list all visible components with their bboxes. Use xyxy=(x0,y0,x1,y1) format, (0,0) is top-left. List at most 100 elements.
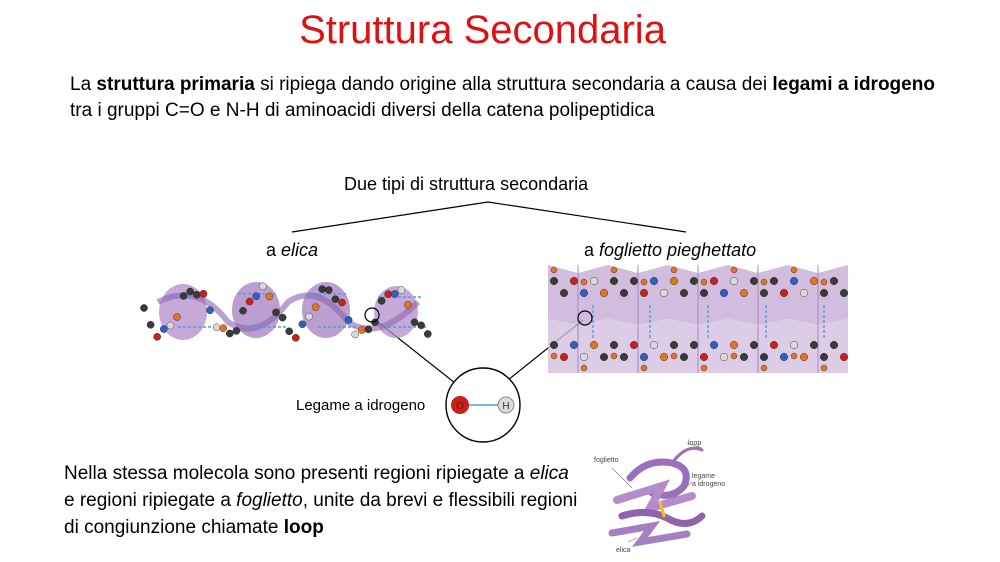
protein-label-hbond-2: a idrogeno xyxy=(692,481,725,488)
sheet-label-italic: foglietto pieghettato xyxy=(599,240,757,260)
hydrogen-symbol: H xyxy=(502,401,509,412)
sheet-atom xyxy=(699,289,708,298)
sheet-sidechain-atom xyxy=(580,364,588,372)
sheet-atom xyxy=(559,352,568,361)
tree-line-right xyxy=(487,201,687,233)
sheet-atom xyxy=(669,340,678,349)
sheet-sidechain-atom xyxy=(640,278,648,286)
hbond-label: Legame a idrogeno xyxy=(296,397,426,414)
sheet-atom xyxy=(610,340,619,349)
helix-atom xyxy=(159,325,168,333)
sheet-atom xyxy=(619,289,628,298)
helix-atom xyxy=(193,290,201,299)
sheet-sidechain-atom xyxy=(580,278,588,286)
helix-atom xyxy=(153,333,162,341)
sheet-atom xyxy=(830,276,839,285)
intro-text-1: La xyxy=(70,74,97,95)
sheet-atom xyxy=(550,340,558,349)
helix-atom xyxy=(272,308,280,317)
sheet-atom xyxy=(639,352,648,361)
beta-sheet-illustration xyxy=(548,265,848,373)
helix-atom xyxy=(166,321,175,330)
sheet-sidechain-atom xyxy=(640,364,648,372)
sheet-atom xyxy=(709,276,718,285)
sheet-atom xyxy=(729,340,738,349)
sheet-atom xyxy=(649,276,658,285)
helix-atom xyxy=(219,324,227,332)
helix-atom xyxy=(140,304,148,312)
helix-label-prefix: a xyxy=(266,240,282,260)
helix-atom xyxy=(186,287,195,296)
sheet-atom xyxy=(629,276,638,285)
helix-atom xyxy=(199,289,208,298)
helix-atom xyxy=(206,306,214,314)
sheet-atom xyxy=(820,352,829,361)
sheet-atom xyxy=(810,340,819,349)
intro-text-3: tra i gruppi C=O e N-H di aminoacidi div… xyxy=(70,100,655,121)
sheet-atom xyxy=(669,276,678,285)
helix-atom xyxy=(331,295,340,303)
helix-atom xyxy=(324,286,333,294)
sheet-atom xyxy=(840,353,848,361)
hydrogen-atom-icon xyxy=(497,396,515,414)
sheet-atom xyxy=(550,276,558,285)
hbond-magnifier: O H xyxy=(445,367,521,443)
sheet-sidechain-atom xyxy=(700,364,708,372)
helix-atom xyxy=(311,303,320,311)
sheet-atom xyxy=(789,340,798,349)
sheet-atom xyxy=(600,289,609,298)
sheet-atom xyxy=(719,352,728,361)
sheet-atom xyxy=(789,276,798,285)
sheet-sidechain-atom xyxy=(550,352,558,360)
sheet-atom xyxy=(799,289,808,298)
protein-ribbon-illustration: loop foglietto legame a idrogeno elica xyxy=(594,440,725,554)
sheet-atom xyxy=(559,289,568,298)
sheet-atom xyxy=(759,289,768,298)
sheet-sidechain-atom xyxy=(670,266,678,274)
helix-atom xyxy=(417,321,426,330)
sheet-sidechain-atom xyxy=(670,352,678,360)
bottom-italic-2: foglietto xyxy=(236,490,303,511)
sheet-atom xyxy=(719,289,728,298)
sheet-atom xyxy=(659,289,668,298)
sheet-atom xyxy=(820,289,829,298)
intro-bold-1: struttura primaria xyxy=(96,74,255,95)
helix-atom xyxy=(239,306,247,315)
helix-hbond-highlight xyxy=(364,307,380,323)
helix-atom xyxy=(252,292,260,301)
sheet-sidechain-atom xyxy=(550,266,558,274)
helix-atom xyxy=(278,313,287,322)
helix-atom xyxy=(423,330,432,338)
sheet-atom xyxy=(779,352,788,361)
sheet-atom xyxy=(799,352,808,361)
sheet-atom xyxy=(570,276,579,285)
sheet-atom xyxy=(639,289,648,298)
sheet-sidechain-atom xyxy=(610,352,618,360)
sheet-atom xyxy=(709,340,718,349)
sheet-atom xyxy=(749,276,758,285)
protein-label-sheet: foglietto xyxy=(594,457,619,464)
helix-atom xyxy=(410,318,419,327)
helix-atom xyxy=(265,292,274,301)
helix-atom xyxy=(338,298,346,307)
helix-atom xyxy=(390,290,399,298)
sheet-atom xyxy=(629,340,638,349)
helix-atom xyxy=(179,292,188,300)
bottom-italic-1: elica xyxy=(529,463,569,484)
helix-atom xyxy=(173,313,181,321)
sheet-sidechain-atom xyxy=(790,352,798,360)
helix-atom xyxy=(146,320,155,329)
intro-paragraph: La struttura primaria si ripiega dando o… xyxy=(70,72,940,124)
helix-atom xyxy=(357,326,366,334)
sheet-atom xyxy=(759,352,768,361)
helix-atom xyxy=(259,282,267,291)
protein-ribbon xyxy=(608,446,706,547)
helix-atom xyxy=(351,330,359,339)
sheet-atom xyxy=(689,340,698,349)
sheet-hbonds xyxy=(592,305,825,339)
sheet-hbond-highlight xyxy=(577,310,593,326)
sheet-atoms xyxy=(550,266,848,372)
helix-atom xyxy=(305,312,313,321)
helix-atom xyxy=(226,329,234,338)
sheet-atom xyxy=(580,352,589,361)
